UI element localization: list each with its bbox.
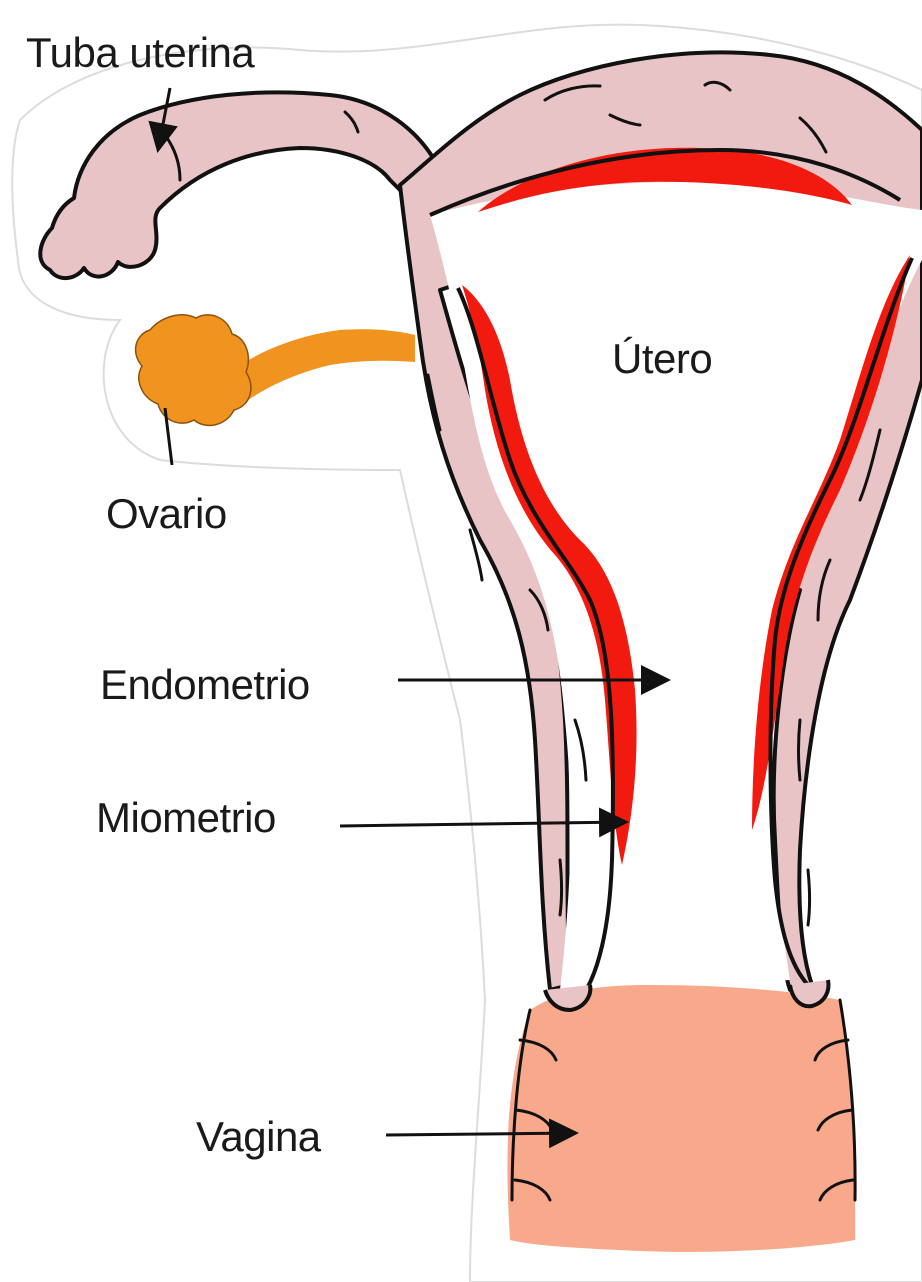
label-tuba-uterina: Tuba uterina <box>26 32 254 74</box>
label-ovario: Ovario <box>106 493 227 535</box>
label-vagina: Vagina <box>196 1116 321 1158</box>
label-endometrio: Endometrio <box>100 664 310 706</box>
ovarian-ligament <box>230 329 415 400</box>
label-miometrio: Miometrio <box>96 797 276 839</box>
label-utero: Útero <box>612 338 712 380</box>
fallopian-tube-shape <box>40 92 440 278</box>
vagina-arrow <box>386 1133 576 1135</box>
ovary-shape <box>136 315 251 426</box>
vagina-shape <box>507 985 855 1252</box>
